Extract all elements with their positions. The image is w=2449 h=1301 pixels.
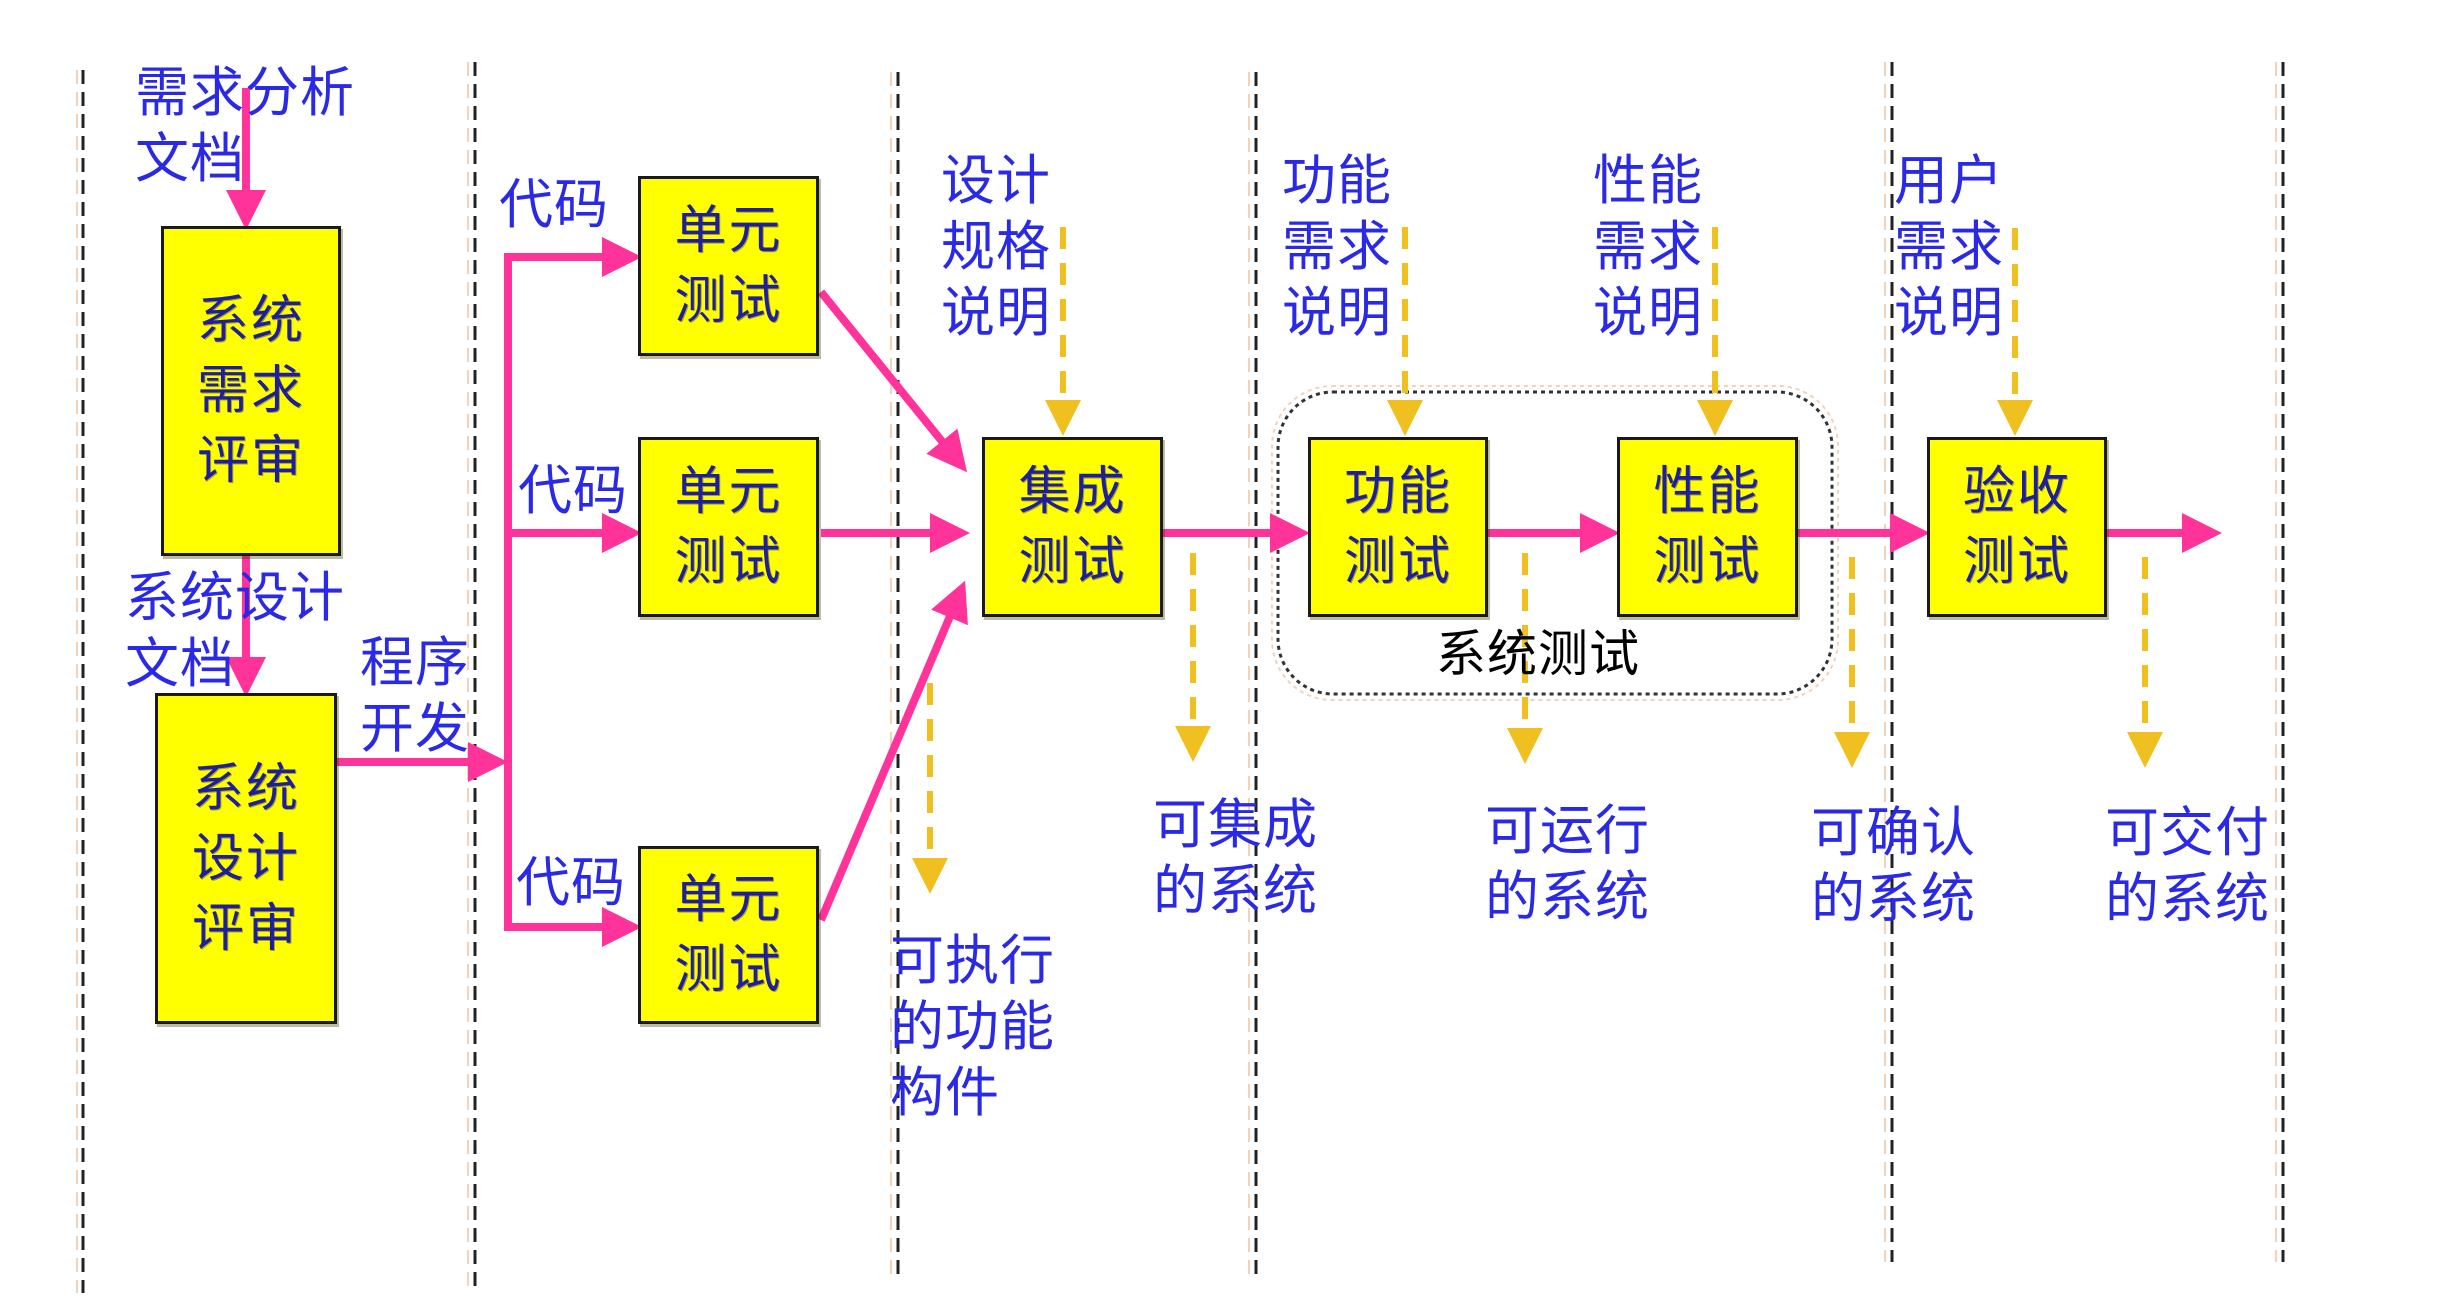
label-code-1: 代码: [499, 173, 609, 236]
box-label: 单元 测试: [674, 201, 783, 331]
box-unit-test-2: 单元 测试: [638, 437, 819, 617]
label-runnable-system: 可运行 的系统: [1485, 799, 1650, 928]
label-requirements-analysis-doc: 需求分析 文档: [135, 61, 355, 190]
box-label: 系统 设计 评审: [191, 758, 300, 959]
box-label: 单元 测试: [674, 870, 783, 1000]
label-design-spec: 设计 规格 说明: [941, 149, 1051, 344]
label-code-2: 代码: [518, 459, 628, 522]
box-integration-test: 集成 测试: [982, 437, 1163, 617]
box-performance-test: 性能 测试: [1617, 437, 1798, 617]
label-executable-components: 可执行 的功能 构件: [890, 929, 1055, 1124]
arrow-unit-3-to-integration: [817, 580, 968, 922]
box-label: 集成 测试: [1018, 462, 1127, 592]
label-code-3: 代码: [516, 851, 626, 914]
flow-arrows: [226, 88, 2222, 947]
box-system-requirements-review: 系统 需求 评审: [161, 226, 341, 556]
box-label: 性能 测试: [1653, 462, 1762, 592]
box-function-test: 功能 测试: [1308, 437, 1488, 617]
label-confirmable-system: 可确认 的系统: [1811, 801, 1976, 930]
box-label: 单元 测试: [674, 462, 783, 592]
box-unit-test-1: 单元 测试: [638, 176, 819, 356]
label-program-development: 程序 开发: [360, 631, 470, 760]
box-label: 功能 测试: [1343, 462, 1452, 592]
label-integrable-system: 可集成 的系统: [1153, 793, 1318, 922]
system-test-group-label: 系统测试: [1436, 625, 1640, 683]
phase-dividers: [76, 62, 2285, 1293]
box-label: 系统 需求 评审: [196, 291, 305, 491]
label-user-requirements-spec: 用户 需求 说明: [1894, 149, 2004, 344]
box-acceptance-test: 验收 测试: [1927, 437, 2107, 617]
box-label: 验收 测试: [1962, 462, 2071, 592]
box-system-design-review: 系统 设计 评审: [155, 693, 337, 1024]
label-system-design-doc: 系统设计 文档: [125, 566, 345, 695]
label-performance-requirements-spec: 性能 需求 说明: [1593, 149, 1703, 344]
box-unit-test-3: 单元 测试: [638, 846, 819, 1024]
label-deliverable-system: 可交付 的系统: [2105, 801, 2270, 930]
arrow-unit-1-to-integration: [817, 289, 968, 473]
label-function-requirements-spec: 功能 需求 说明: [1282, 149, 1392, 344]
